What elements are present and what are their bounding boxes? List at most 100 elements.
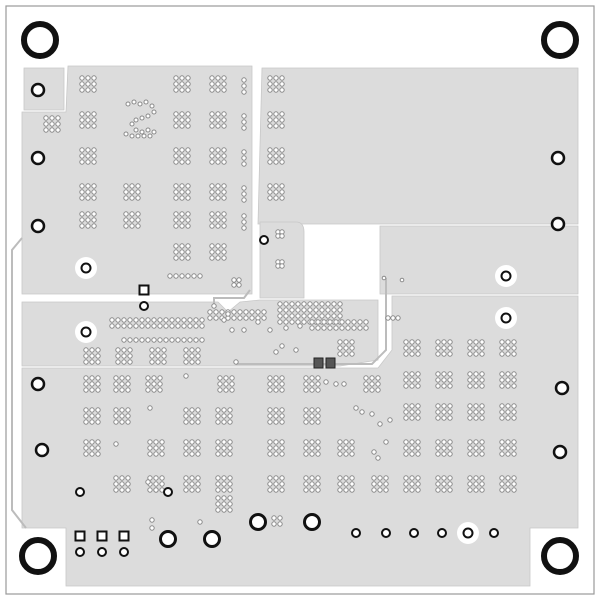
via-icon [91, 223, 97, 229]
via-icon [95, 451, 101, 457]
via-icon [215, 211, 221, 217]
via-icon [307, 307, 313, 313]
pad-icon [259, 235, 269, 245]
via-icon [149, 103, 155, 109]
via-icon [277, 307, 283, 313]
via-icon [333, 381, 339, 387]
via-icon [273, 445, 279, 451]
via-icon [159, 451, 165, 457]
via-icon [273, 117, 279, 123]
via-icon [119, 407, 125, 413]
via-icon [279, 381, 285, 387]
via-icon [241, 119, 247, 125]
via-icon [147, 451, 153, 457]
via-icon [511, 351, 517, 357]
via-icon [83, 347, 89, 353]
via-icon [399, 277, 405, 283]
via-icon [151, 129, 157, 135]
via-icon [273, 387, 279, 393]
via-icon [267, 87, 273, 93]
via-icon [273, 147, 279, 153]
via-icon [473, 445, 479, 451]
via-icon [123, 223, 129, 229]
via-icon [441, 451, 447, 457]
via-icon [403, 383, 409, 389]
via-icon [209, 111, 215, 117]
via-icon [119, 475, 125, 481]
via-icon [195, 413, 201, 419]
via-icon [225, 311, 231, 317]
via-icon [185, 273, 191, 279]
via-icon [319, 313, 325, 319]
via-icon [255, 309, 261, 315]
via-icon [499, 439, 505, 445]
via-icon [383, 487, 389, 493]
mounting-hole-icon [21, 21, 59, 59]
via-icon [217, 387, 223, 393]
via-icon [447, 403, 453, 409]
via-icon [113, 475, 119, 481]
via-icon [279, 343, 285, 349]
via-icon [435, 439, 441, 445]
via-icon [325, 307, 331, 313]
via-icon [215, 117, 221, 123]
via-icon [337, 475, 343, 481]
via-icon [221, 413, 227, 419]
via-icon [415, 377, 421, 383]
via-icon [227, 413, 233, 419]
via-icon [221, 445, 227, 451]
via-icon [221, 439, 227, 445]
via-icon [279, 81, 285, 87]
via-icon [125, 407, 131, 413]
via-icon [109, 323, 115, 329]
via-icon [345, 325, 351, 331]
via-icon [303, 413, 309, 419]
via-icon [511, 481, 517, 487]
via-icon [237, 309, 243, 315]
via-icon [229, 387, 235, 393]
via-icon [273, 407, 279, 413]
via-icon [173, 153, 179, 159]
via-icon [167, 273, 173, 279]
pad-icon [163, 487, 173, 497]
via-icon [511, 345, 517, 351]
via-icon [435, 403, 441, 409]
via-icon [79, 147, 85, 153]
via-icon [441, 383, 447, 389]
via-icon [349, 345, 355, 351]
via-icon [169, 323, 175, 329]
via-icon [511, 439, 517, 445]
via-icon [267, 445, 273, 451]
via-icon [215, 217, 221, 223]
via-icon [511, 409, 517, 415]
via-icon [403, 377, 409, 383]
via-icon [403, 339, 409, 345]
via-icon [467, 403, 473, 409]
via-icon [95, 445, 101, 451]
via-icon [215, 189, 221, 195]
via-icon [95, 353, 101, 359]
via-icon [195, 445, 201, 451]
via-icon [183, 487, 189, 493]
via-icon [511, 451, 517, 457]
via-icon [505, 439, 511, 445]
via-icon [191, 273, 197, 279]
via-icon [339, 319, 345, 325]
via-icon [371, 475, 377, 481]
via-icon [279, 233, 285, 239]
via-icon [197, 519, 203, 525]
via-icon [197, 273, 203, 279]
via-icon [135, 133, 141, 139]
via-icon [473, 439, 479, 445]
via-icon [301, 307, 307, 313]
via-icon [145, 375, 151, 381]
via-icon [147, 405, 153, 411]
via-icon [279, 183, 285, 189]
via-icon [153, 445, 159, 451]
via-icon [145, 479, 151, 485]
via-icon [505, 345, 511, 351]
via-icon [415, 415, 421, 421]
via-icon [309, 487, 315, 493]
via-icon [279, 75, 285, 81]
via-icon [279, 263, 285, 269]
